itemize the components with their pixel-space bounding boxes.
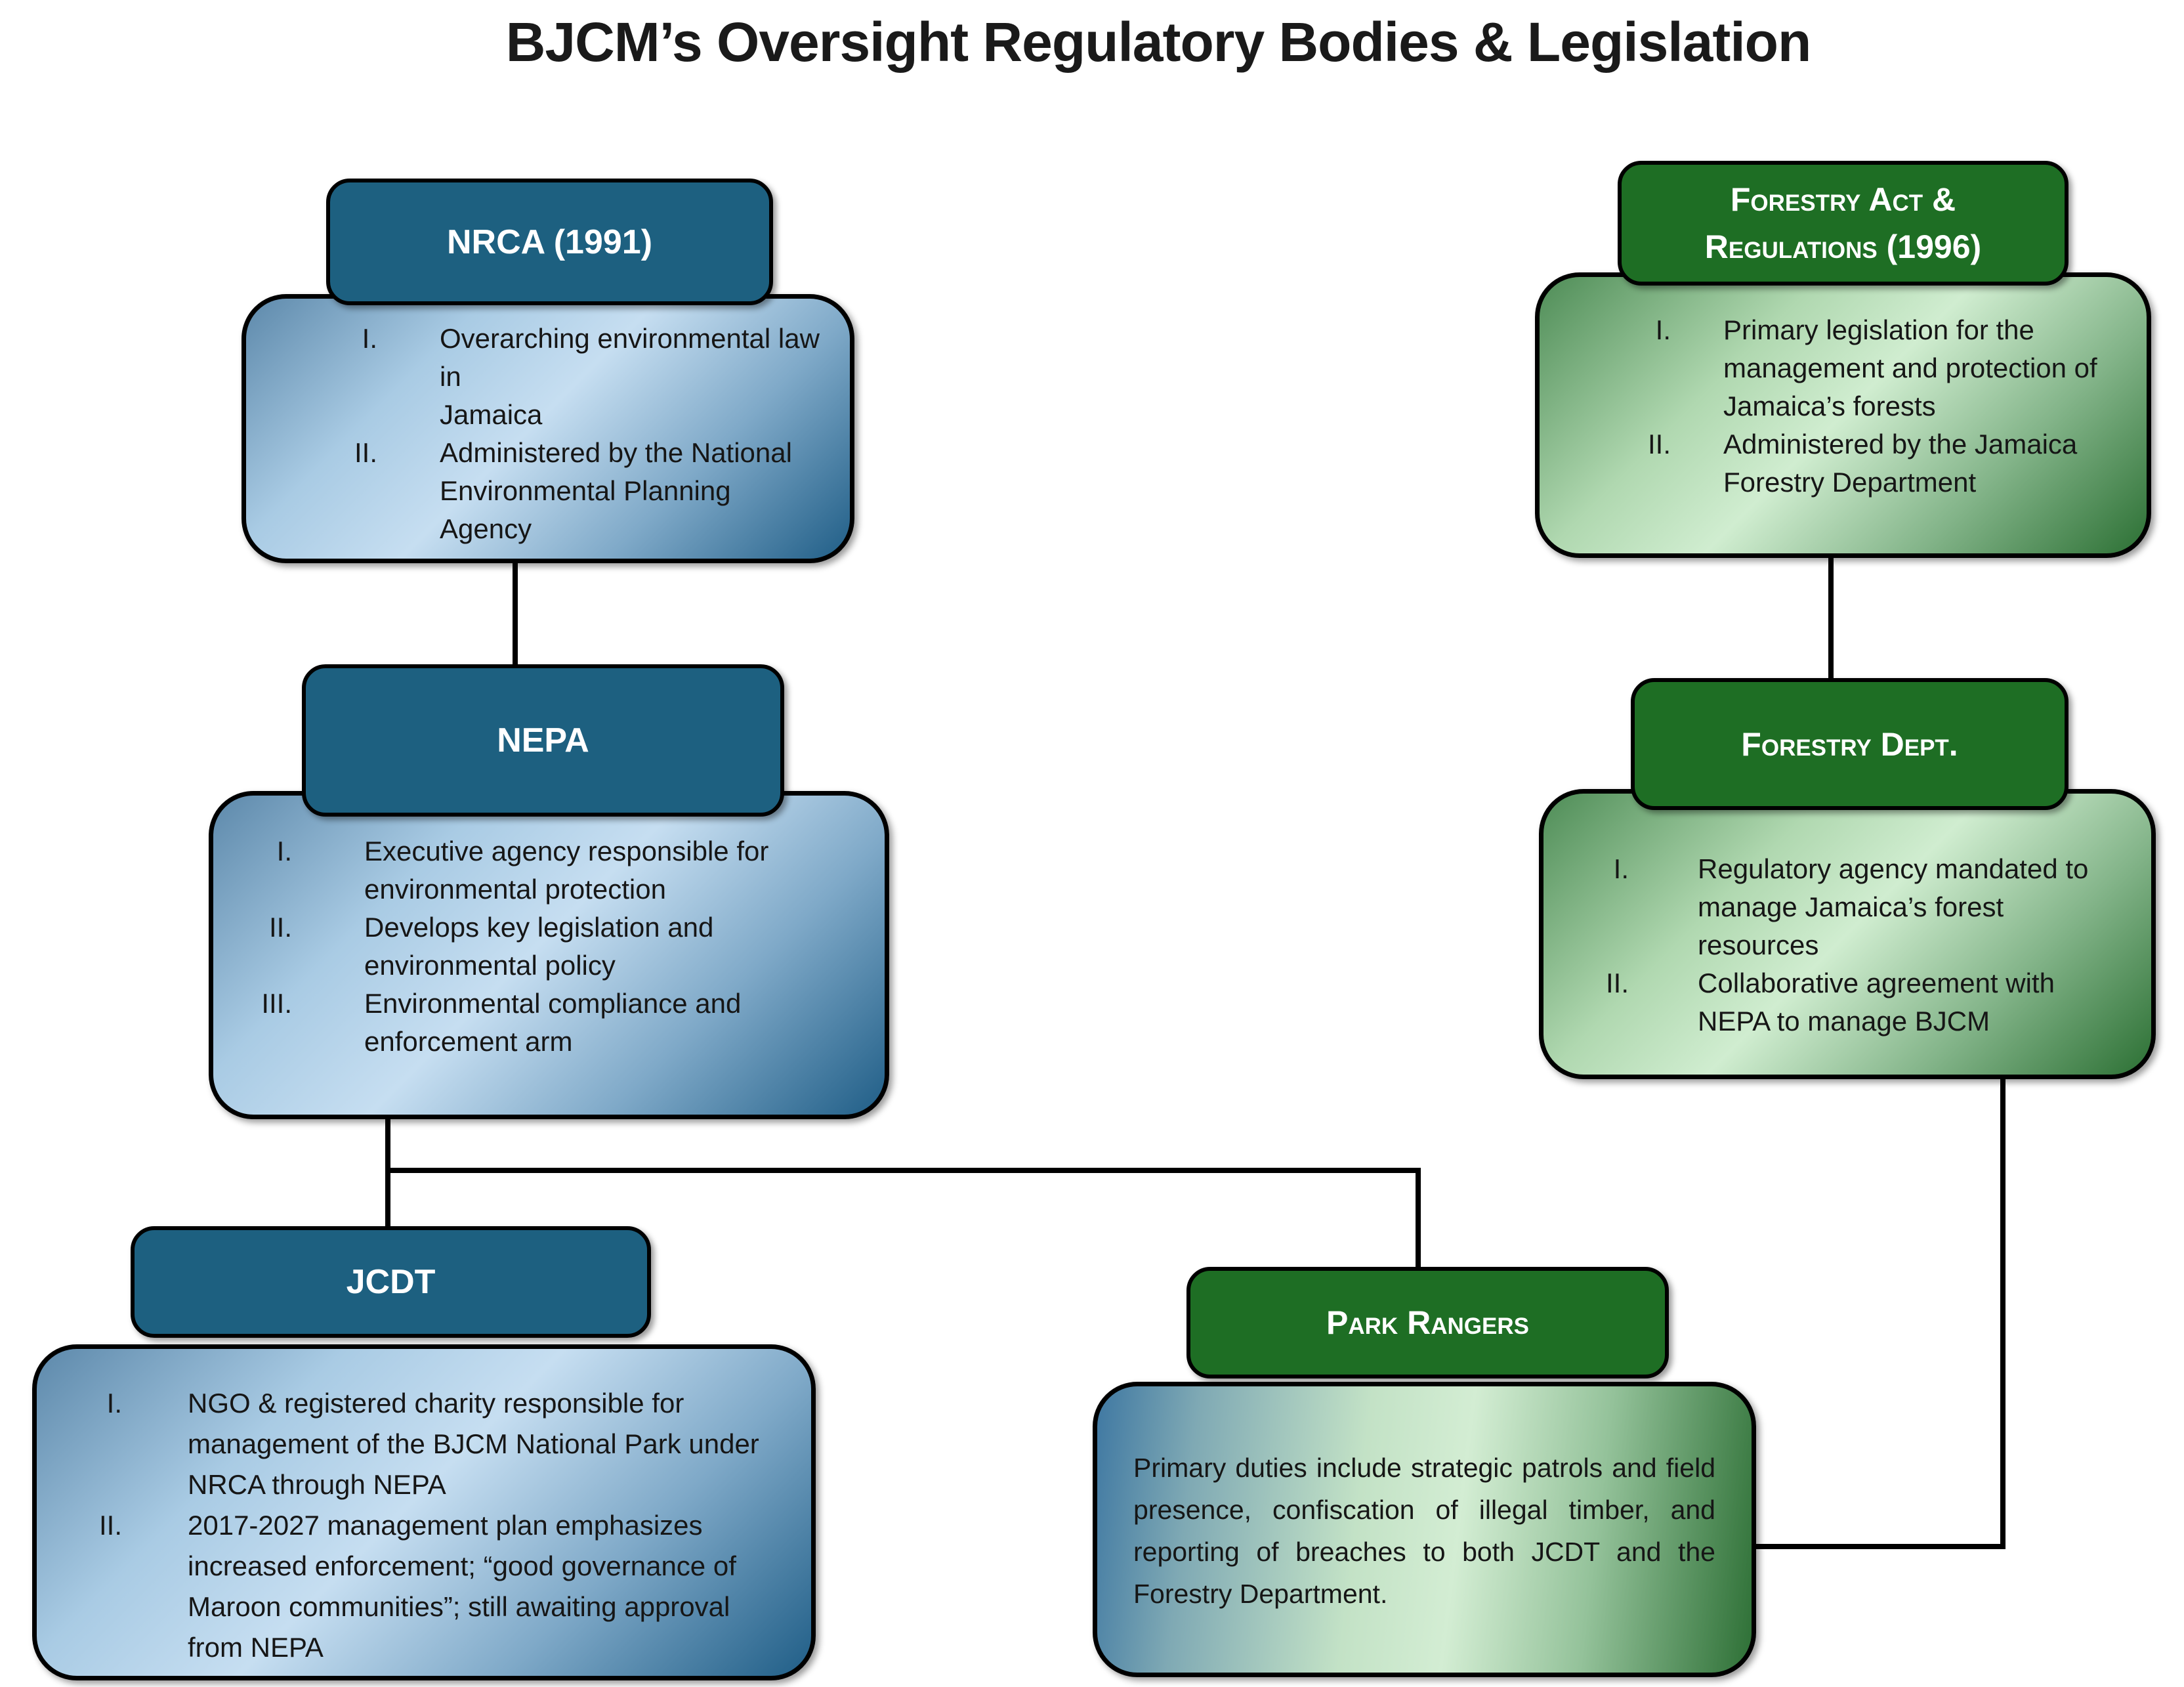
connector-forestryact-to-dept <box>1828 555 1834 681</box>
diagram-title: BJCM’s Oversight Regulatory Bodies & Leg… <box>505 11 1812 73</box>
item-numeral: I. <box>106 1388 122 1419</box>
item-text: 2017-2027 management plan emphasizes inc… <box>188 1510 736 1663</box>
jcdt-header-label: JCDT <box>346 1263 436 1301</box>
list-item: II. Develops key legislation and environ… <box>213 908 855 985</box>
park-rangers-text-line: Primary duties include strategic patrols… <box>1133 1453 1715 1483</box>
connector-nepa-branch-horizontal <box>385 1168 1421 1173</box>
jcdt-body: I. NGO & registered charity responsible … <box>32 1344 816 1680</box>
park-rangers-body: Primary duties include strategic patrols… <box>1093 1382 1756 1677</box>
item-text: Administered by the Jamaica Forestry Dep… <box>1723 429 2078 498</box>
list-item: I. Overarching environmental law in Jama… <box>246 320 827 434</box>
forestry-dept-header-label: Forestry Dept. <box>1741 725 1958 763</box>
park-rangers-header-label: Park Rangers <box>1326 1304 1529 1341</box>
item-text: Primary legislation for the management a… <box>1723 314 2097 421</box>
nrca-header-label: NRCA (1991) <box>446 223 653 261</box>
park-rangers-text-line: Forestry Department. <box>1133 1579 1388 1609</box>
list-item: II. 2017-2027 management plan emphasizes… <box>37 1505 782 1668</box>
nepa-header: NEPA <box>302 664 784 817</box>
nrca-header: NRCA (1991) <box>326 179 773 305</box>
park-rangers-text-line: presence, confiscation of illegal timber… <box>1133 1495 1715 1525</box>
connector-branch-to-parkrangers <box>1416 1168 1421 1270</box>
jcdt-header: JCDT <box>131 1226 651 1338</box>
list-item: II. Collaborative agreement with NEPA to… <box>1544 964 2122 1040</box>
item-numeral: II. <box>268 912 292 943</box>
list-item: III. Environmental compliance and enforc… <box>213 985 855 1061</box>
list-item: I. Executive agency responsible for envi… <box>213 832 855 908</box>
forestry-dept-body: I. Regulatory agency mandated to manage … <box>1539 789 2156 1079</box>
item-numeral: I. <box>1655 314 1671 345</box>
nrca-body: I. Overarching environmental law in Jama… <box>242 294 854 563</box>
connector-nrca-to-nepa <box>513 559 518 673</box>
item-numeral: I. <box>362 323 377 354</box>
list-item: I. NGO & registered charity responsible … <box>37 1383 782 1505</box>
nepa-body: I. Executive agency responsible for envi… <box>209 791 889 1119</box>
park-rangers-text-line: reporting of breaches to both JCDT and t… <box>1133 1537 1715 1567</box>
connector-forestrydept-down <box>2000 1075 2006 1549</box>
item-text: Environmental compliance and enforcement… <box>364 988 742 1057</box>
item-text: NGO & registered charity responsible for… <box>188 1388 759 1500</box>
item-numeral: I. <box>276 836 292 866</box>
item-text: Regulatory agency mandated to manage Jam… <box>1698 853 2089 960</box>
item-numeral: II. <box>1647 429 1671 459</box>
nepa-header-label: NEPA <box>497 721 589 759</box>
forestry-act-header: Forestry Act & Regulations (1996) <box>1618 161 2068 286</box>
item-numeral: III. <box>261 988 292 1019</box>
item-text: Develops key legislation and environment… <box>364 912 714 981</box>
list-item: I. Primary legislation for the managemen… <box>1540 311 2117 425</box>
item-numeral: II. <box>98 1510 122 1541</box>
item-numeral: I. <box>1613 853 1629 884</box>
list-item: II. Administered by the National Environ… <box>246 434 827 548</box>
list-item: I. Regulatory agency mandated to manage … <box>1544 850 2122 964</box>
forestry-dept-header: Forestry Dept. <box>1631 678 2068 810</box>
item-text: Collaborative agreement with NEPA to man… <box>1698 968 2055 1036</box>
list-item: II. Administered by the Jamaica Forestry… <box>1540 425 2117 502</box>
forestry-act-body: I. Primary legislation for the managemen… <box>1535 272 2151 558</box>
item-numeral: II. <box>354 437 377 468</box>
park-rangers-header: Park Rangers <box>1186 1267 1669 1378</box>
item-text: Executive agency responsible for environ… <box>364 836 769 905</box>
item-numeral: II. <box>1605 968 1629 998</box>
item-text: Administered by the National Environment… <box>440 437 792 544</box>
connector-to-parkrangers-body <box>1754 1544 2006 1549</box>
forestry-act-header-label: Forestry Act & Regulations (1996) <box>1704 181 1982 265</box>
item-text: Overarching environmental law in Jamaica <box>440 323 820 430</box>
